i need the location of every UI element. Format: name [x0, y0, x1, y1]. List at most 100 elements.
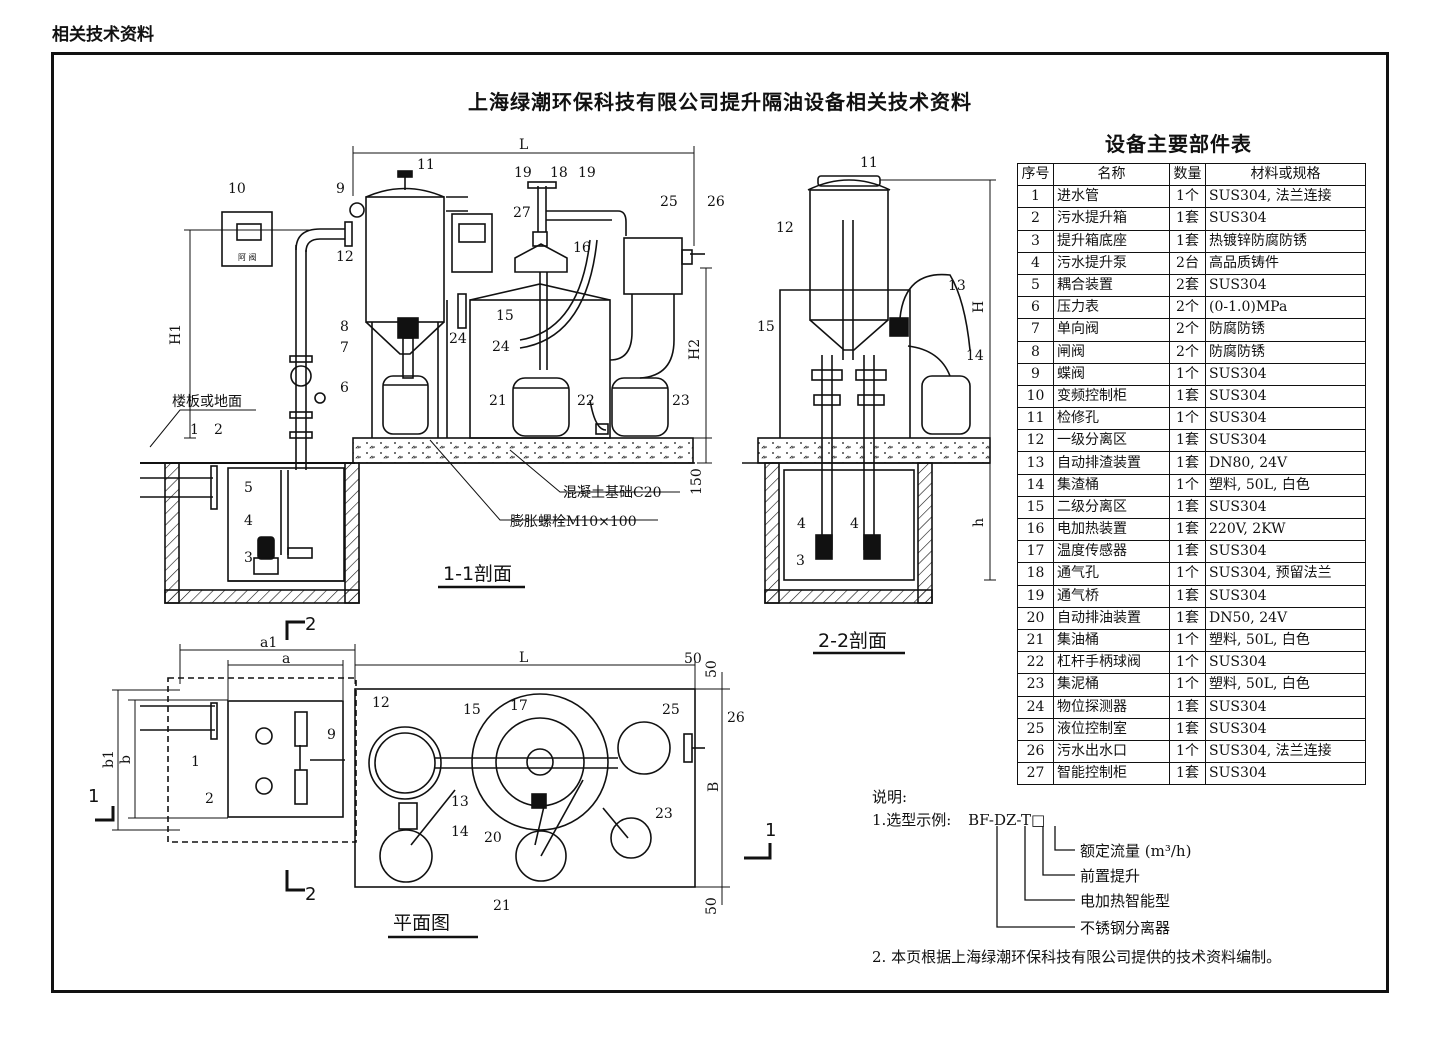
part-name: 杠杆手柄球阀 — [1053, 651, 1170, 675]
part-spec: 高品质铸件 — [1205, 251, 1366, 275]
plan-view — [95, 585, 905, 939]
section-1-1-title: 1-1剖面 — [443, 563, 512, 585]
cut-mark-1-right: 1 — [765, 820, 776, 841]
callout: 25 — [662, 702, 680, 718]
callout: 4 — [244, 513, 253, 529]
part-name: 自动排渣装置 — [1053, 451, 1170, 475]
part-name: 污水出水口 — [1053, 739, 1170, 764]
part-spec: SUS304 — [1205, 762, 1366, 786]
dim-50-bottom: 50 — [704, 897, 720, 915]
main-title: 上海绿潮环保科技有限公司提升隔油设备相关技术资料 — [468, 90, 972, 114]
corner-title: 相关技术资料 — [52, 25, 154, 45]
part-name: 单向阀 — [1053, 318, 1170, 342]
part-name: 液位控制室 — [1053, 717, 1170, 741]
callout: 6 — [340, 380, 349, 396]
model-part-1: 额定流量 (m³/h) — [1080, 842, 1192, 860]
model-part-3: 电加热智能型 — [1080, 892, 1171, 910]
concrete-label: 混凝土基础C20 — [563, 484, 662, 501]
part-spec: SUS304 — [1205, 540, 1366, 564]
callout: 11 — [417, 157, 435, 173]
floor-label: 楼板或地面 — [172, 394, 242, 410]
notes-heading: 说明: — [872, 788, 908, 806]
callout: 12 — [372, 695, 390, 711]
column-header: 序号 — [1017, 162, 1054, 187]
callout: 7 — [340, 340, 349, 356]
row-number: 11 — [1017, 407, 1054, 431]
callout: 3 — [796, 553, 805, 569]
part-quantity: 1套 — [1169, 762, 1206, 786]
callout: 19 — [578, 165, 596, 181]
row-number: 21 — [1017, 628, 1054, 653]
callout: 21 — [493, 898, 511, 914]
callout: 2 — [205, 791, 214, 807]
part-name: 耦合装置 — [1053, 273, 1170, 298]
part-name: 变频控制柜 — [1053, 384, 1170, 409]
callout: 15 — [757, 319, 775, 335]
callout: 22 — [577, 393, 595, 409]
callout: 27 — [513, 205, 531, 221]
callout: 24 — [492, 339, 510, 355]
part-spec: (0-1.0)MPa — [1205, 296, 1366, 320]
cut-mark-2-top: 2 — [305, 614, 316, 635]
drawing-frame — [51, 52, 1389, 993]
part-name: 一级分离区 — [1053, 429, 1170, 453]
bolt-label: 膨胀螺栓M10×100 — [510, 513, 637, 530]
row-number: 20 — [1017, 606, 1054, 630]
callout: 2 — [214, 422, 223, 438]
callout: 20 — [484, 830, 502, 846]
model-code-leaders — [996, 826, 1075, 928]
part-quantity: 1个 — [1169, 739, 1206, 764]
cut-mark-1-left: 1 — [88, 786, 99, 807]
note-prefix: 1.选型示例: — [872, 811, 952, 829]
part-name: 提升箱底座 — [1053, 229, 1170, 253]
parts-table-header-row: 序号 名称 数量 材料或规格 — [1017, 162, 1366, 187]
part-spec: SUS304, 预留法兰 — [1205, 562, 1366, 586]
dim-H: H — [971, 301, 987, 313]
callout: 9 — [336, 181, 345, 197]
part-name: 温度传感器 — [1053, 540, 1170, 564]
notes-item-1: 1.选型示例: BF-DZ-T□ — [872, 809, 1045, 830]
callout: 18 — [550, 165, 568, 181]
part-spec: 塑料, 50L, 白色 — [1205, 473, 1366, 497]
callout: 17 — [510, 698, 528, 714]
callout: 16 — [573, 240, 591, 256]
callout: 1 — [191, 754, 200, 770]
callout: 15 — [496, 308, 514, 324]
dim-B: B — [706, 782, 722, 792]
cut-mark-2-bottom: 2 — [305, 884, 316, 905]
part-quantity: 1个 — [1169, 185, 1206, 209]
callout: 14 — [966, 348, 984, 364]
callout: 14 — [451, 824, 469, 840]
parts-table-title: 设备主要部件表 — [1105, 132, 1252, 156]
dim-H1: H1 — [168, 324, 184, 345]
part-name: 通气孔 — [1053, 562, 1170, 586]
callout: 10 — [228, 181, 246, 197]
part-quantity: 1套 — [1169, 540, 1206, 564]
part-spec: SUS304 — [1205, 407, 1366, 431]
part-spec: DN80, 24V — [1205, 451, 1366, 475]
column-header: 材料或规格 — [1205, 162, 1366, 187]
dim-L-plan: L — [519, 650, 528, 666]
part-name: 集渣桶 — [1053, 473, 1170, 497]
cabinet-text: 阿 阀 — [238, 253, 257, 262]
callout: 1 — [190, 422, 199, 438]
callout: 25 — [660, 194, 678, 210]
part-quantity: 1套 — [1169, 606, 1206, 630]
part-name: 进水管 — [1053, 185, 1170, 209]
column-header: 数量 — [1169, 162, 1206, 187]
callout: 11 — [860, 155, 878, 171]
drawing-text: 1-1剖面 2-2剖面 平面图 楼板或地面 混凝土基础C20 膨胀螺栓M10×1… — [88, 137, 987, 934]
